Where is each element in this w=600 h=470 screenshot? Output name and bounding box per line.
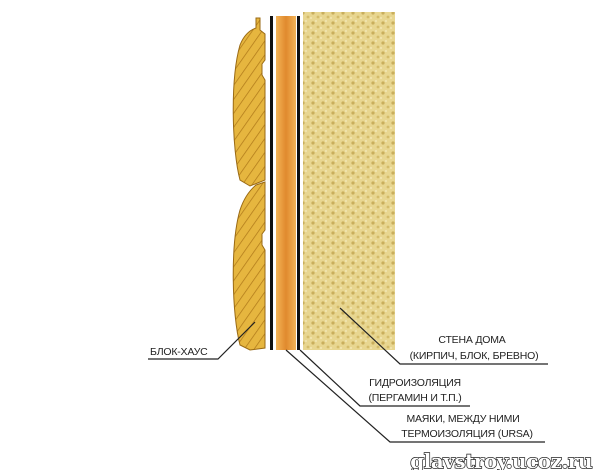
- block-house-board-upper: [232, 17, 266, 187]
- label-wall-line1: СТЕНА ДОМА: [438, 334, 505, 346]
- block-house-board-lower: [232, 181, 266, 351]
- insulation-layer: [276, 16, 296, 350]
- watermark: glavstroy.ucoz.ru: [410, 449, 592, 470]
- leader-wall: [339, 307, 548, 365]
- label-wall-line2: (КИРПИЧ, БЛОК, БРЕВНО): [410, 350, 539, 362]
- leader-block-house: [148, 321, 256, 360]
- label-waterproofing-line2: (ПЕРГАМИН И Т.П.): [368, 392, 461, 404]
- label-block-house: БЛОК-ХАУС: [150, 346, 208, 358]
- leader-waterproofing: [299, 349, 470, 407]
- leader-battens: [285, 349, 545, 443]
- label-battens-line1: МАЯКИ, МЕЖДУ НИМИ: [406, 413, 519, 425]
- waterproofing-membrane: [297, 16, 300, 350]
- label-battens-line2: ТЕРМОИЗОЛЯЦИЯ (URSA): [401, 428, 533, 440]
- house-wall: [303, 12, 395, 350]
- label-waterproofing-line1: ГИДРОИЗОЛЯЦИЯ: [369, 377, 461, 389]
- inner-membrane: [270, 16, 273, 350]
